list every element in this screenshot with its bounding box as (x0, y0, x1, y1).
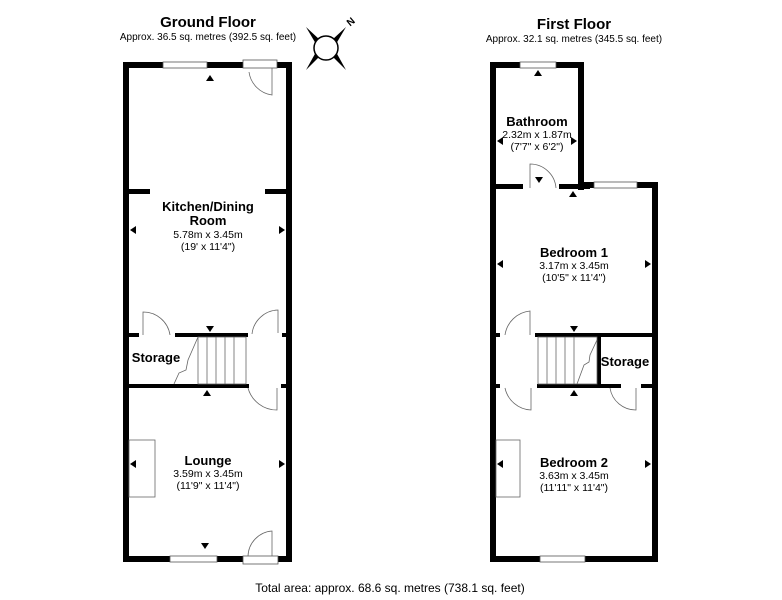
first-floor-area: Approx. 32.1 sq. metres (345.5 sq. feet) (486, 34, 662, 45)
ground-floor-area: Approx. 36.5 sq. metres (392.5 sq. feet) (120, 32, 296, 43)
room-name-kitchen-line2: Room (190, 213, 227, 228)
room-name-bedroom-2: Bedroom 2 (540, 455, 608, 470)
total-area: Total area: approx. 68.6 sq. metres (738… (255, 581, 524, 595)
staircase (173, 336, 247, 385)
staircase (537, 336, 598, 385)
window (162, 61, 208, 69)
first-floor-title: First Floor (537, 16, 611, 33)
room-dims-imperial: (11'9" x 11'4") (176, 480, 239, 492)
window (539, 555, 586, 563)
door-swing (247, 530, 273, 557)
room-name-bathroom: Bathroom (506, 114, 567, 129)
fireplace (128, 439, 156, 498)
fireplace (495, 439, 521, 498)
room-dims-metric: 2.32m x 1.87m (502, 129, 572, 141)
ground-floor-plan: Kitchen/Dining Room 5.78m x 3.45m (19' x… (123, 59, 292, 565)
door-swing (142, 311, 171, 336)
room-dims-metric: 3.17m x 3.45m (539, 260, 609, 272)
door-swing (248, 68, 273, 96)
window (169, 555, 218, 563)
room-dims-metric: 3.63m x 3.45m (539, 470, 609, 482)
room-name-bedroom-1: Bedroom 1 (540, 245, 608, 260)
ground-floor-title: Ground Floor (160, 14, 256, 31)
compass-north-label: N (345, 16, 358, 29)
room-name-kitchen-line1: Kitchen/Dining (162, 199, 254, 214)
room-name-lounge: Lounge (185, 453, 232, 468)
window (593, 181, 638, 189)
door-swing (504, 310, 531, 336)
door-swing (504, 387, 532, 411)
room-dims-imperial: (19' x 11'4") (181, 241, 235, 253)
door-swing (251, 309, 279, 335)
door-frame (242, 555, 279, 565)
room-name-storage: Storage (601, 354, 649, 369)
door-frame (242, 59, 278, 69)
window (519, 61, 557, 69)
room-dims-imperial: (10'5" x 11'4") (542, 272, 606, 284)
room-name-storage: Storage (132, 350, 180, 365)
room-dims-imperial: (11'11" x 11'4") (540, 482, 608, 494)
room-dims-metric: 5.78m x 3.45m (173, 229, 243, 241)
room-dims-imperial: (7'7" x 6'2") (511, 141, 564, 153)
room-dims-metric: 3.59m x 3.45m (173, 468, 243, 480)
compass-icon: N (306, 16, 358, 70)
door-swing (609, 387, 637, 411)
door-swing (247, 387, 278, 411)
door-swing (529, 163, 557, 189)
first-floor-plan: Bathroom 2.32m x 1.87m (7'7" x 6'2") Bed… (490, 61, 658, 563)
